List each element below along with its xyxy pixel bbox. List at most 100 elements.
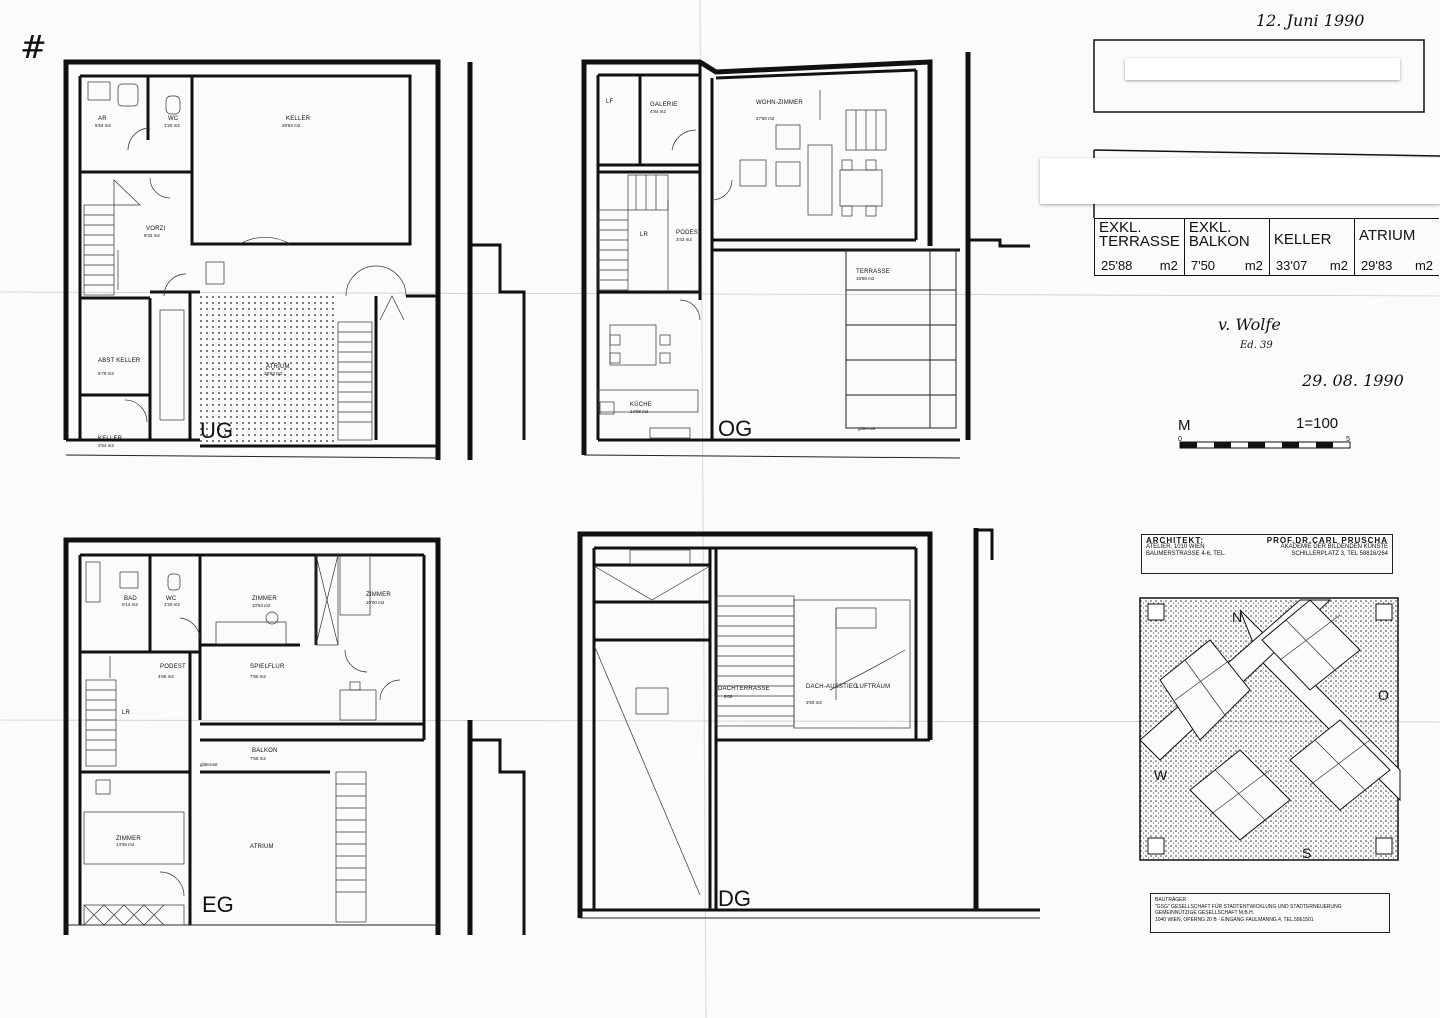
room-label: WC xyxy=(166,596,177,602)
room-area: 14'08 m2 xyxy=(116,842,135,847)
area-table: EXKL. TERRASSE 25'88 m2 EXKL. BALKON 7'5… xyxy=(1094,218,1439,276)
redaction-sticker xyxy=(1040,158,1440,204)
room-label: AR xyxy=(98,116,107,122)
room-area: 1'20 m2 xyxy=(164,602,180,607)
room-label: TERRASSE xyxy=(856,269,890,275)
floor-label-og: OG xyxy=(718,416,752,441)
room-area: 3'54 m2 xyxy=(98,443,114,448)
architect-line: SCHILLERPLATZ 3, TEL 58816/264 xyxy=(1291,551,1388,557)
architect-line: ATELIER, 1010 WIEN xyxy=(1146,544,1205,550)
room-label: LR xyxy=(640,232,649,238)
area-unit: m2 xyxy=(1244,258,1263,273)
area-value: 25'88 xyxy=(1101,258,1133,273)
developer-label: BAUTRÄGER xyxy=(1155,897,1187,903)
area-cell-keller: KELLER 33'07 m2 xyxy=(1268,219,1354,275)
room-label: ZIMMER xyxy=(366,592,391,598)
room-area: 3'43 m2 xyxy=(676,237,692,242)
area-cell-atrium: ATRIUM 29'83 m2 xyxy=(1353,219,1439,275)
architect-line: AKADEMIE DER BILDENDEN KÜNSTE xyxy=(1280,544,1388,550)
floor-label-dg: DG xyxy=(718,886,751,911)
room-area: 1'20 m2 xyxy=(164,123,180,128)
area-cell-balkon: EXKL. BALKON 7'50 m2 xyxy=(1183,219,1269,275)
scale-start: 0 xyxy=(1178,436,1182,443)
area-header: EXKL. TERRASSE xyxy=(1099,219,1180,250)
room-area: 7'80 m2 xyxy=(250,674,266,679)
floor-plan-og: LF GALERIE 4'84 m2 WOHN-ZIMMER 27'60 m2 … xyxy=(581,52,1030,459)
room-label: ATRIUM xyxy=(266,364,290,370)
room-area: 29'83 m2 xyxy=(264,371,283,376)
floor-label-ug: UG xyxy=(200,418,233,443)
floor-label-eg: EG xyxy=(202,892,234,917)
room-label: WOHN-ZIMMER xyxy=(756,100,803,106)
room-label: KELLER xyxy=(286,116,311,122)
compass-s: S xyxy=(1302,845,1311,861)
area-unit: m2 xyxy=(1159,258,1178,273)
room-label: BAD xyxy=(124,596,137,602)
room-area: 27'60 m2 xyxy=(756,116,775,121)
signature-sub: Ed. 39 xyxy=(1239,340,1273,351)
area-cell-terrasse: EXKL. TERRASSE 25'88 m2 xyxy=(1094,219,1184,275)
room-label: KELLER xyxy=(98,436,123,442)
floor-plan-ug: AR 5'54 m2 WC 1'20 m2 KELLER 29'53 m2 VO… xyxy=(63,59,526,460)
floor-plan-eg: BAD 5'14 m2 WC 1'20 m2 ZIMMER 10'53 m2 Z… xyxy=(63,537,526,935)
area-value: 7'50 xyxy=(1190,258,1216,273)
room-area: 7'50 m2 xyxy=(250,756,266,761)
room-label: SPIELFLUR xyxy=(250,664,285,670)
corner-mark: # xyxy=(20,28,47,66)
developer-line: 1040 WIEN, OPERNG 20 B - EINGANG FAULMAN… xyxy=(1155,916,1314,923)
floor-plan-dg: DACHTERRASSE 9'00 DACH-AUSSTIEG 3'50 m2 … xyxy=(577,528,1040,919)
room-label: KÜCHE xyxy=(630,401,652,408)
area-header: EXKL. BALKON xyxy=(1188,219,1250,250)
room-area: 29'53 m2 xyxy=(282,123,301,128)
room-area: 5'54 m2 xyxy=(95,123,111,128)
scale-ratio: 1=100 xyxy=(1296,415,1338,432)
date-stamp-top: 12. Juni 1990 xyxy=(1256,11,1364,30)
grating-note: gitterrost xyxy=(858,426,876,431)
architect-name: PROF.DR.CARL PRUSCHA xyxy=(1266,536,1388,545)
room-label: PODEST xyxy=(160,664,186,670)
area-unit: m2 xyxy=(1329,258,1348,273)
scale-end: 5 xyxy=(1346,436,1350,443)
date-stamp-bottom: 29. 08. 1990 xyxy=(1301,371,1404,390)
area-header: KELLER xyxy=(1273,231,1332,248)
room-label: BALKON xyxy=(252,748,278,754)
room-label: ATRIUM xyxy=(250,844,274,850)
room-label: LR xyxy=(122,710,131,716)
compass-n: N xyxy=(1232,609,1242,625)
room-label: ZIMMER xyxy=(116,836,141,842)
area-unit: m2 xyxy=(1414,258,1433,273)
architect-stamp: ARCHITEKT: PROF.DR.CARL PRUSCHA ATELIER,… xyxy=(1141,534,1393,574)
scale-label: M xyxy=(1178,417,1191,434)
compass-o: O xyxy=(1378,687,1389,703)
redaction-sticker xyxy=(1125,58,1400,80)
room-label: ABST KELLER xyxy=(98,358,141,364)
room-area: 3'50 m2 xyxy=(806,700,822,705)
room-area: 8'32 m2 xyxy=(144,233,160,238)
room-area: 5'14 m2 xyxy=(122,602,138,607)
developer-line: GEMEINNÜTZIGE GESELLSCHAFT M.B.H. xyxy=(1155,910,1255,916)
developer-line: "GSG" GESELLSCHAFT FÜR STADTENTWICKLUNG … xyxy=(1155,903,1342,910)
area-header: ATRIUM xyxy=(1358,227,1416,244)
room-area: 4'84 m2 xyxy=(650,109,666,114)
room-area: 5'79 m2 xyxy=(98,371,114,376)
site-plan: N O S W xyxy=(1139,597,1401,861)
developer-stamp: BAUTRÄGER "GSG" GESELLSCHAFT FÜR STADTEN… xyxy=(1150,893,1390,933)
compass-w: W xyxy=(1154,767,1168,783)
room-label: LF xyxy=(606,99,614,105)
architect-line: BAUMERSTRASSE 4-6, TEL. xyxy=(1146,551,1226,557)
room-label: GALERIE xyxy=(650,102,677,108)
signature: v. Wolfe xyxy=(1218,315,1281,334)
grating-note: gitterrost xyxy=(200,762,218,767)
room-label: PODEST xyxy=(676,230,702,236)
room-label: LUFTRAUM xyxy=(856,684,890,690)
room-label: DACH-AUSSTIEG xyxy=(806,684,858,690)
room-area: 10'00 m2 xyxy=(366,600,385,605)
area-value: 29'83 xyxy=(1360,258,1393,273)
room-area: 4'66 m2 xyxy=(158,674,174,679)
room-label: WC xyxy=(168,116,179,122)
architect-label: ARCHITEKT: xyxy=(1146,536,1204,545)
room-label: DACHTERRASSE xyxy=(718,686,770,692)
room-area: 14'08 m2 xyxy=(630,409,649,414)
room-label: ZIMMER xyxy=(252,596,277,602)
